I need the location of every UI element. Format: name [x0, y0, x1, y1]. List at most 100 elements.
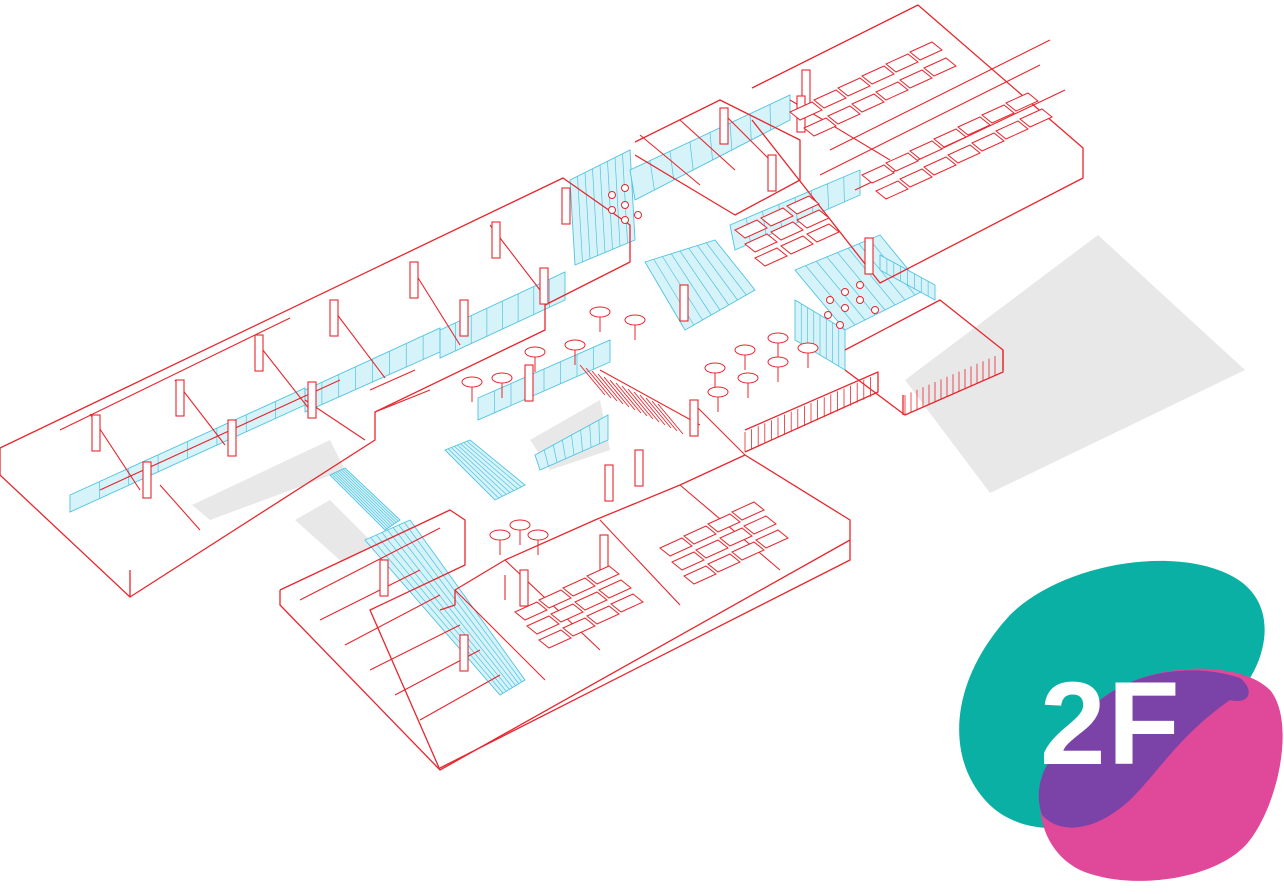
desk: [947, 144, 981, 164]
glass-mullion: [392, 527, 516, 686]
partition-wall: [689, 399, 746, 456]
desk: [659, 537, 693, 557]
ground-shadow: [192, 440, 345, 520]
desk: [731, 541, 765, 561]
glass-mullion: [335, 472, 391, 527]
glass-mullion: [341, 469, 397, 523]
stair-step: [585, 367, 612, 399]
round-table: [704, 362, 726, 374]
stool: [621, 201, 629, 209]
partition-wall: [599, 519, 681, 606]
desk: [981, 104, 1015, 124]
column: [175, 379, 185, 417]
glass-mullion: [381, 532, 510, 690]
stair-step: [615, 382, 642, 414]
desk: [610, 593, 644, 613]
column: [91, 414, 101, 452]
desk: [827, 105, 861, 125]
partition-wall: [419, 674, 501, 721]
desk: [899, 168, 933, 188]
partition-wall: [99, 379, 341, 491]
desk: [851, 93, 885, 113]
stair-step: [633, 391, 660, 423]
desk: [885, 53, 919, 73]
column: [719, 107, 729, 145]
round-table: [491, 372, 513, 384]
column: [634, 449, 644, 487]
glass-mullion: [599, 164, 606, 253]
column: [599, 534, 609, 572]
stair-step: [591, 370, 618, 402]
desk: [586, 565, 620, 585]
desk: [562, 577, 596, 597]
partition-wall: [319, 569, 421, 621]
column: [604, 464, 614, 502]
glass-mullion: [454, 445, 507, 495]
stair-step: [657, 403, 684, 435]
desk: [526, 615, 560, 635]
round-table: [737, 372, 759, 384]
column: [539, 267, 549, 305]
column: [491, 221, 501, 259]
desk: [562, 617, 596, 637]
glass-mullion: [447, 448, 499, 499]
column: [679, 284, 689, 322]
round-table: [767, 356, 789, 368]
desk: [933, 128, 967, 148]
round-table: [767, 332, 789, 344]
desk: [923, 57, 957, 77]
stair-step: [651, 400, 678, 432]
ground-shadow: [295, 500, 375, 562]
wall-outline: [0, 177, 631, 598]
glass-mullion: [331, 473, 388, 529]
stair-step: [579, 364, 606, 396]
glass-mullion: [404, 522, 523, 683]
column: [524, 364, 534, 402]
desk: [837, 77, 871, 97]
column: [142, 461, 152, 499]
glass-mullion: [451, 447, 503, 497]
partition-wall: [639, 134, 701, 186]
desk: [803, 117, 837, 137]
desk: [875, 81, 909, 101]
desk: [789, 101, 823, 121]
desk: [899, 69, 933, 89]
glass-mullion: [333, 473, 389, 528]
column: [864, 237, 874, 275]
partition-wall: [679, 484, 781, 571]
desk: [861, 164, 895, 184]
desk: [707, 513, 741, 533]
desk: [875, 180, 909, 200]
wall-outline: [751, 4, 1084, 284]
glass-mullion: [460, 443, 514, 491]
glass-mullion: [729, 123, 733, 151]
round-table: [564, 339, 586, 351]
wall-outline: [744, 371, 879, 453]
stool: [841, 288, 849, 296]
desk: [695, 539, 729, 559]
glass-mullion: [580, 429, 583, 452]
round-table: [524, 346, 546, 358]
glass-mullion: [827, 183, 830, 209]
stair-step: [603, 376, 630, 408]
glass-mullion: [762, 211, 767, 237]
glass-mullion: [670, 253, 712, 316]
glass-mullion: [843, 176, 845, 202]
glass-mullion: [805, 265, 856, 326]
glass-mullion: [749, 113, 752, 141]
stair-step: [621, 385, 648, 417]
desk: [957, 116, 991, 136]
stair-step: [645, 397, 672, 429]
desk: [744, 233, 778, 253]
round-table: [509, 519, 531, 531]
desk: [923, 156, 957, 176]
desk: [861, 65, 895, 85]
glass-mullion: [669, 151, 675, 181]
glass-mullion: [552, 444, 558, 463]
column: [689, 399, 699, 437]
desk: [1005, 92, 1039, 112]
stair-step: [597, 373, 624, 405]
glass-mullion: [398, 524, 520, 684]
column: [307, 381, 317, 419]
